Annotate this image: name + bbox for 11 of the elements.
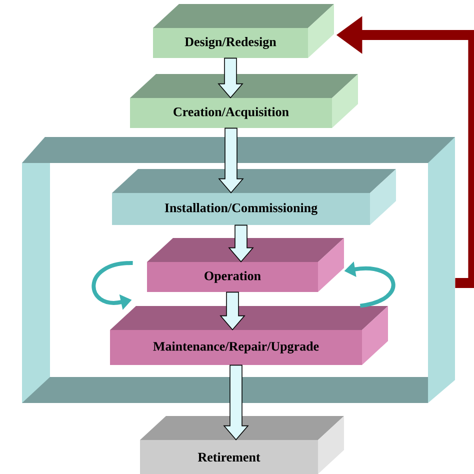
arrow xyxy=(218,58,244,98)
arrow xyxy=(223,364,249,440)
process-slab: Operation xyxy=(147,238,344,292)
process-slab: Maintenance/Repair/Upgrade xyxy=(110,306,388,365)
process-slab: Design/Redesign xyxy=(153,4,334,58)
arrow xyxy=(220,292,246,330)
process-slab: Installation/Commissioning xyxy=(112,169,396,225)
process-slab: Retirement xyxy=(140,416,344,474)
arrow xyxy=(228,224,254,262)
arrow xyxy=(218,128,244,194)
process-slab: Creation/Acquisition xyxy=(130,74,358,128)
